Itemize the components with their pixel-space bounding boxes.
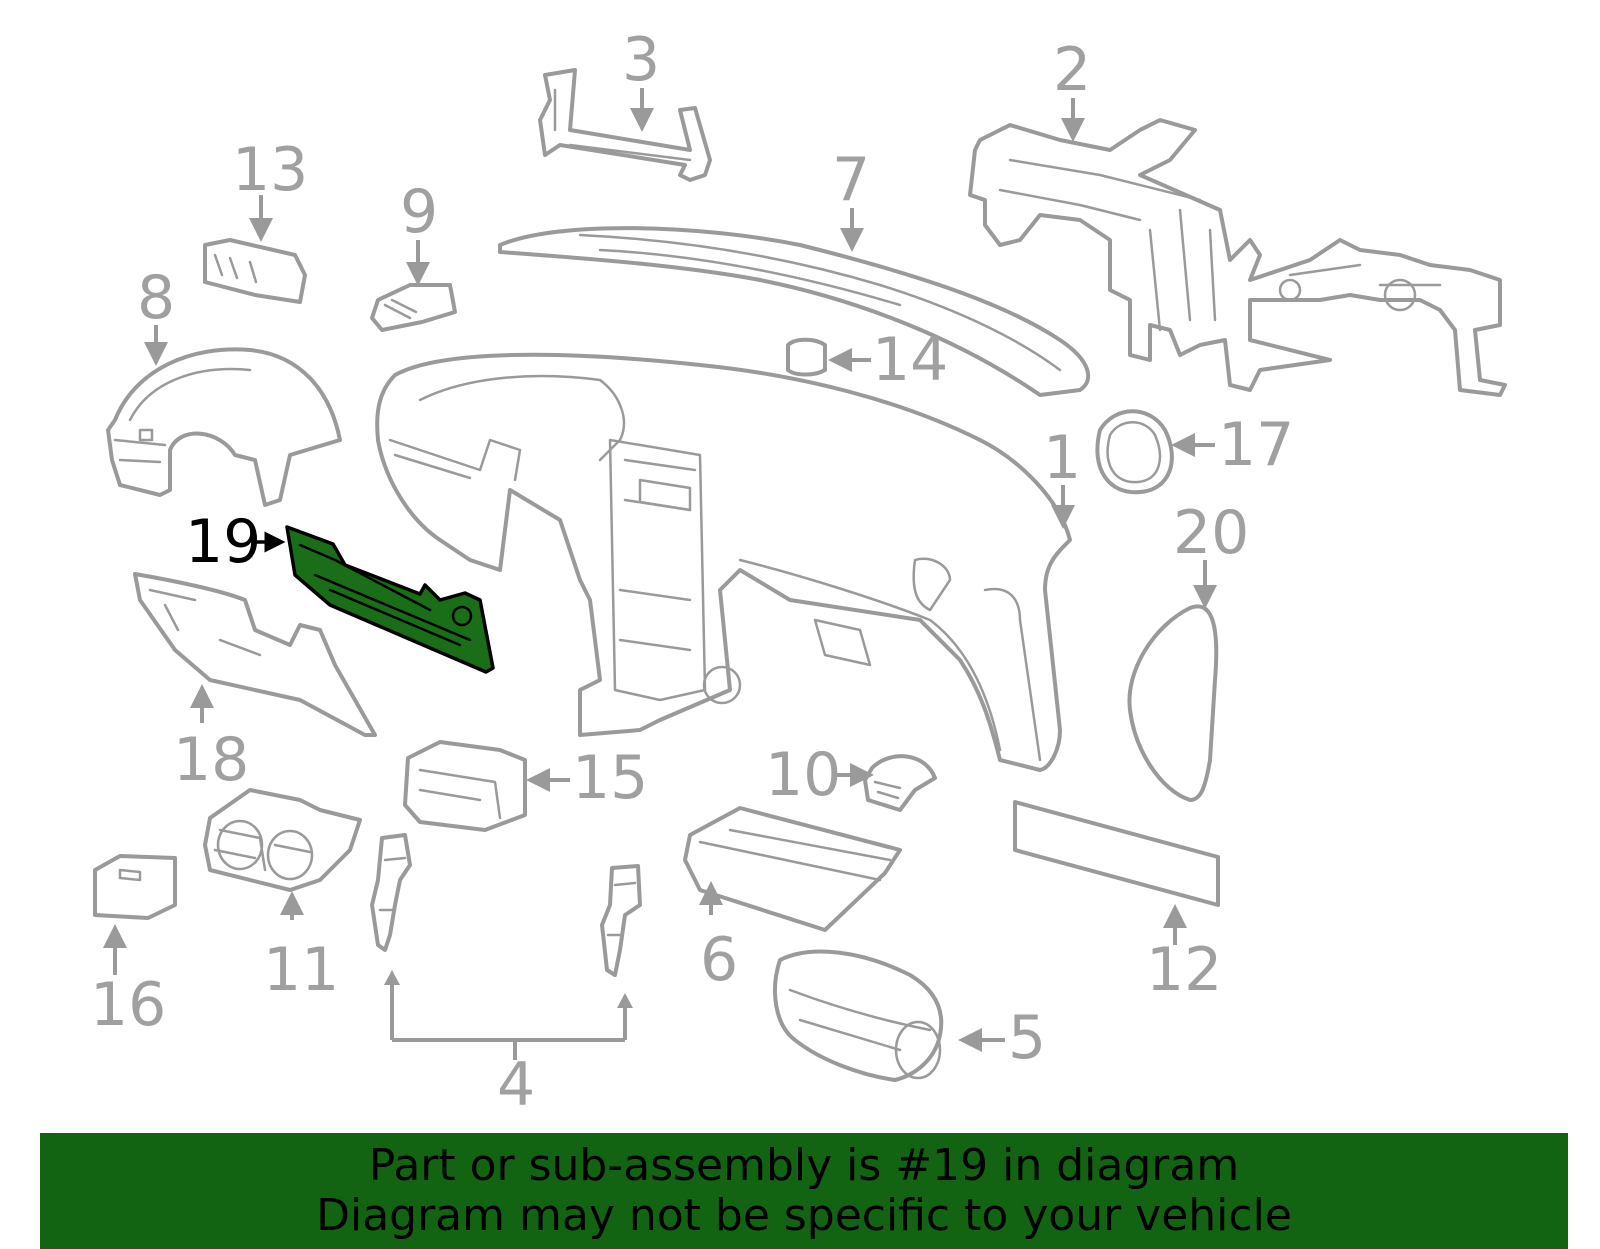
banner-line-1: Part or sub-assembly is #19 in diagram	[368, 1140, 1240, 1191]
info-banner: Part or sub-assembly is #19 in diagram D…	[40, 1133, 1568, 1249]
part-18-knee-bolster	[133, 572, 377, 737]
callout-16: 16	[90, 970, 166, 1040]
part-2-cross-car-beam	[968, 118, 1507, 397]
part-4-sensor-left	[370, 833, 412, 952]
part-4-sensor-right	[600, 864, 642, 977]
callout-17: 17	[1218, 410, 1294, 480]
callout-10: 10	[765, 740, 841, 810]
part-9-vent	[370, 283, 457, 332]
part-5-air-bag-module	[773, 949, 944, 1082]
callout-18: 18	[173, 725, 249, 795]
part-12-trim-strip	[1013, 800, 1220, 907]
part-20-side-cover	[1127, 604, 1219, 802]
part-11-center-vent	[203, 788, 362, 892]
banner-line-2: Diagram may not be specific to your vehi…	[316, 1190, 1292, 1241]
callout-6: 6	[700, 925, 738, 995]
part-7-defroster-panel	[498, 226, 1091, 397]
part-1-instrument-panel	[375, 352, 1072, 772]
part-10-vent	[863, 754, 937, 812]
callout-19: 19	[185, 507, 261, 577]
callout-1: 1	[1043, 423, 1081, 493]
callout-4: 4	[497, 1050, 535, 1120]
callout-2: 2	[1053, 35, 1091, 105]
callout-14: 14	[872, 325, 948, 395]
part-8-cluster-bezel	[106, 347, 342, 507]
part-3-bracket	[538, 68, 712, 182]
part-6-glove-box	[683, 806, 902, 932]
callout-20: 20	[1173, 498, 1249, 568]
part-15-vent	[403, 740, 527, 832]
callout-15: 15	[572, 743, 648, 813]
part-16-switch	[93, 854, 177, 920]
callout-numbers: 1 2 3 4 5 6 7 8 9 10 11 12 13 14 15 16 1…	[90, 25, 1294, 1120]
callout-9: 9	[400, 177, 438, 247]
part-19-highlighted-panel[interactable]	[285, 525, 495, 674]
callout-13: 13	[232, 135, 308, 205]
callout-11: 11	[263, 935, 339, 1005]
callout-3: 3	[622, 25, 660, 95]
part-13-switch	[203, 238, 307, 304]
leader-lines	[103, 88, 1217, 1060]
callout-5: 5	[1008, 1003, 1046, 1073]
callout-8: 8	[137, 263, 175, 333]
callout-7: 7	[832, 145, 870, 215]
callout-12: 12	[1146, 935, 1222, 1005]
part-17-speaker-grille	[1095, 409, 1174, 495]
part-14-clip	[786, 337, 827, 377]
